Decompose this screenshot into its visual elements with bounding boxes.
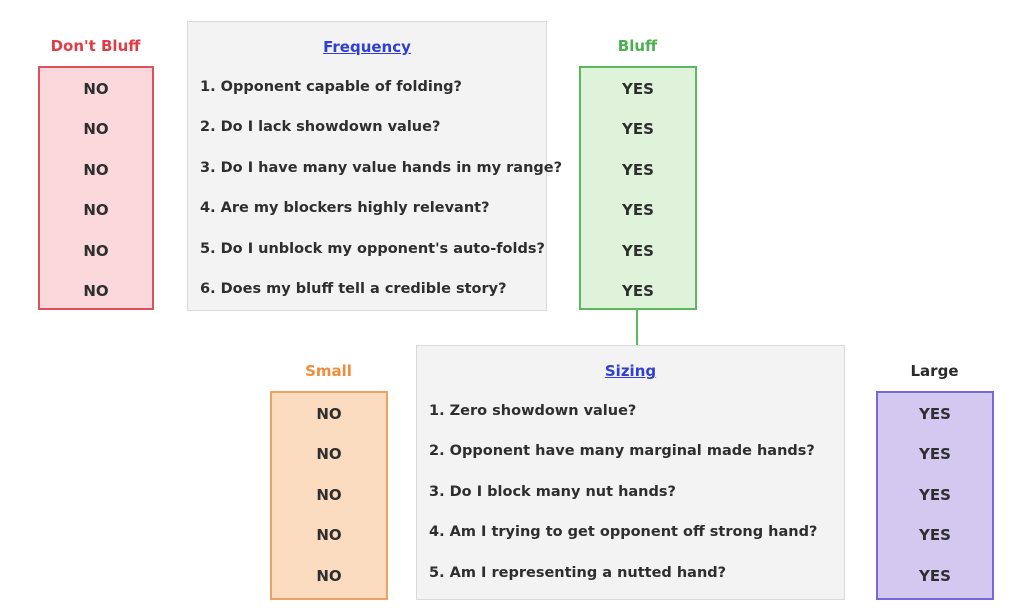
dont-bluff-answer-4: NO [83,201,109,220]
bluff-column: YES YES YES YES YES YES [579,66,697,310]
small-column: NO NO NO NO NO [270,391,388,600]
frequency-question-6: 6. Does my bluff tell a credible story? [200,281,507,297]
frequency-question-1: 1. Opponent capable of folding? [200,79,462,95]
dont-bluff-answer-6: NO [83,282,109,300]
dont-bluff-answer-3: NO [83,160,109,179]
large-answer-5: YES [919,566,951,585]
dont-bluff-answer-2: NO [83,120,109,139]
bluff-answer-3: YES [622,160,654,179]
dont-bluff-answer-5: NO [83,241,109,260]
large-title: Large [910,362,959,380]
bluff-answer-4: YES [622,201,654,220]
frequency-title[interactable]: Frequency [323,38,411,56]
large-answer-4: YES [919,526,951,545]
frequency-question-4: 4. Are my blockers highly relevant? [200,200,490,217]
connector-line [636,310,638,346]
large-column: YES YES YES YES YES [876,391,994,600]
bluff-answer-6: YES [622,282,654,300]
large-answer-3: YES [919,485,951,504]
large-answer-2: YES [919,445,951,464]
sizing-box: Sizing 1. Zero showdown value? 2. Opponen… [416,345,845,600]
frequency-question-3: 3. Do I have many value hands in my rang… [200,159,563,176]
large-answer-1: YES [919,405,951,423]
frequency-question-2: 2. Do I lack showdown value? [200,119,441,136]
bluff-answer-2: YES [622,120,654,139]
small-title: Small [305,362,352,380]
small-answer-1: NO [316,405,342,423]
sizing-question-2: 2. Opponent have many marginal made hand… [429,443,815,460]
small-answer-3: NO [316,485,342,504]
bluff-answer-5: YES [622,241,654,260]
sizing-title[interactable]: Sizing [604,362,657,380]
sizing-question-3: 3. Do I block many nut hands? [429,483,676,500]
sizing-question-1: 1. Zero showdown value? [429,403,637,419]
small-answer-4: NO [316,526,342,545]
bluff-answer-1: YES [622,80,654,98]
bluff-title: Bluff [617,37,658,55]
sizing-question-4: 4. Am I trying to get opponent off stron… [429,524,818,541]
frequency-box: Frequency 1. Opponent capable of folding… [187,21,562,311]
dont-bluff-title: Don't Bluff [50,37,141,55]
dont-bluff-answer-1: NO [83,80,109,98]
frequency-question-5: 5. Do I unblock my opponent's auto-folds… [200,240,545,257]
small-answer-5: NO [316,566,342,585]
dont-bluff-column: NO NO NO NO NO NO [38,66,154,310]
small-answer-2: NO [316,445,342,464]
sizing-question-5: 5. Am I representing a nutted hand? [429,564,727,581]
